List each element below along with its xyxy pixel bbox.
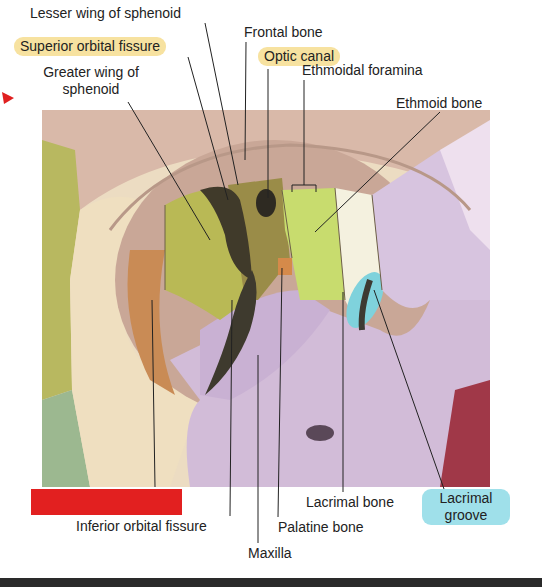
part-label: Lesser wing of sphenoid xyxy=(30,5,181,22)
part-label: Greater wing of sphenoid xyxy=(36,64,146,98)
part-label: Superior orbital fissure xyxy=(14,37,166,56)
part-label: Ethmoid bone xyxy=(396,95,482,112)
part-label: Lacrimal groove xyxy=(422,489,510,525)
part-label: Maxilla xyxy=(248,545,292,562)
part-label: Frontal bone xyxy=(244,24,323,41)
part-label: Palatine bone xyxy=(278,519,364,536)
part-label: Ethmoidal foramina xyxy=(302,62,423,79)
part-label: Inferior orbital fissure xyxy=(76,518,207,535)
part-label: Lacrimal bone xyxy=(306,494,394,511)
